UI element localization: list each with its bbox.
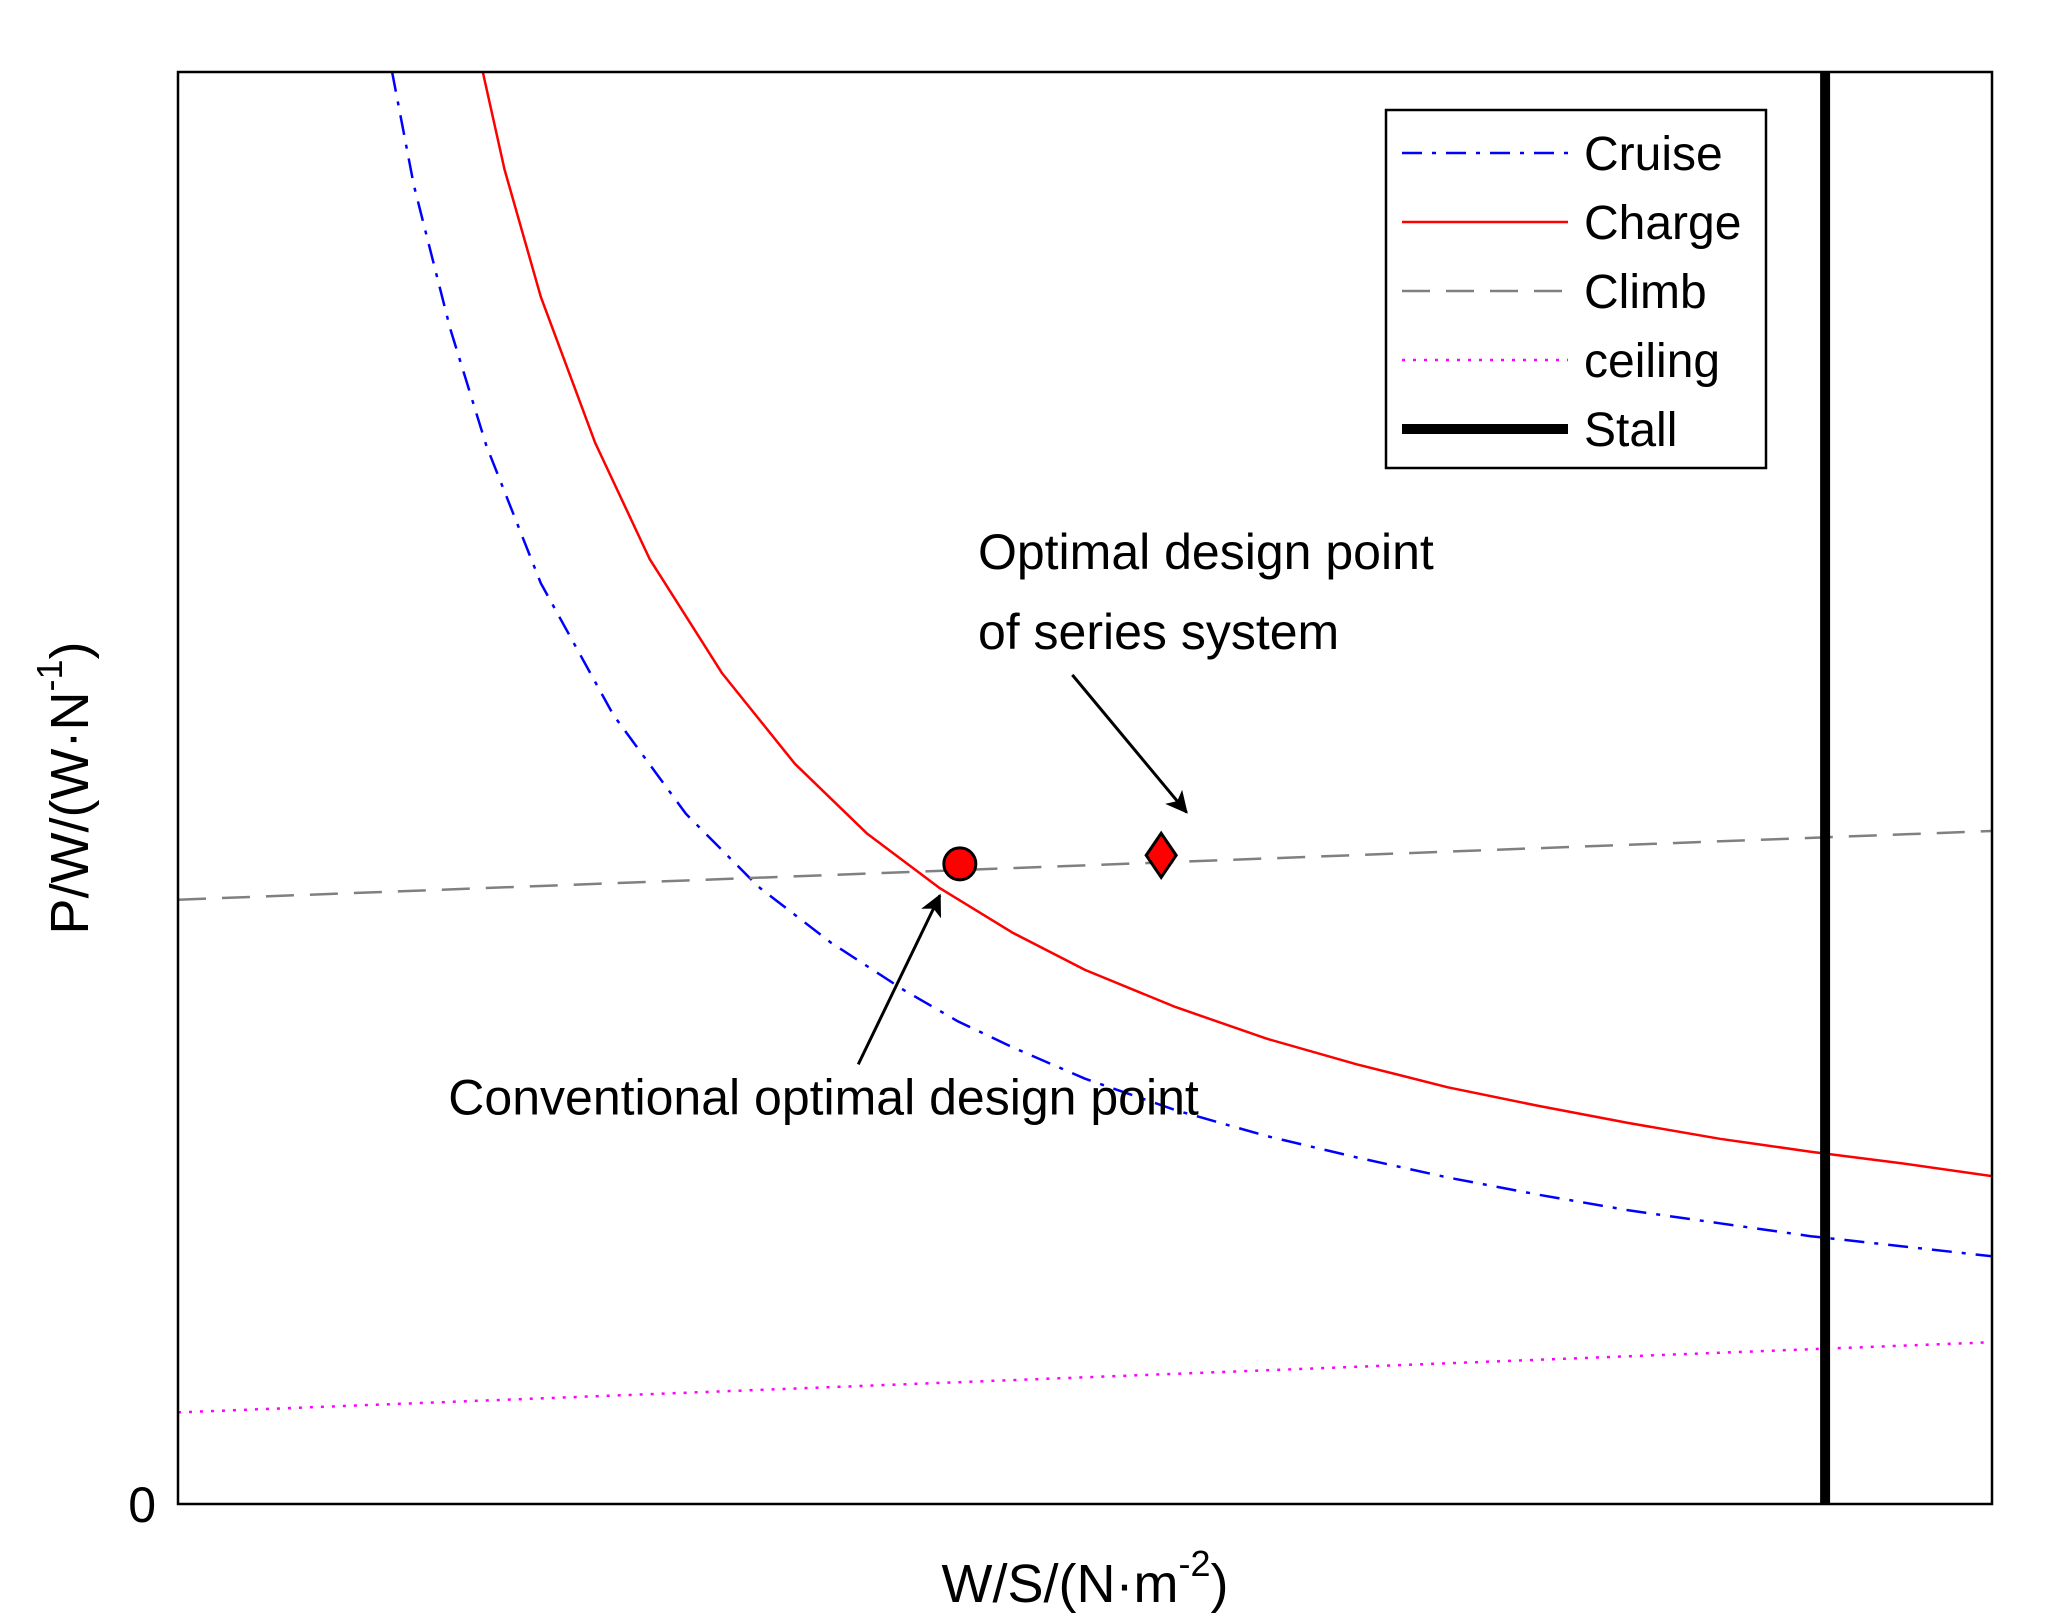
- x-axis-label-exponent: -2: [1178, 1543, 1210, 1584]
- legend-label-climb: Climb: [1584, 266, 1707, 319]
- points-layer: [942, 830, 1179, 882]
- tick-layer: 0: [128, 1477, 156, 1533]
- legend-box: [1384, 108, 1768, 470]
- x-axis-label: W/S/(N·m-2): [942, 1543, 1229, 1614]
- legend-label-cruise: Cruise: [1584, 128, 1723, 181]
- series-optimal-annotation-arrow: [1071, 673, 1188, 814]
- series-optimal-point-marker: [1144, 830, 1179, 880]
- conventional-optimal-annotation-text-line-1: Conventional optimal design point: [448, 1069, 1199, 1125]
- y-axis-label-close: ): [40, 642, 100, 660]
- x-axis-label-main: W/S/(N·m: [942, 1554, 1179, 1614]
- series-optimal-annotation-text-line-2: of series system: [978, 604, 1339, 660]
- legend-label-ceiling: ceiling: [1584, 335, 1720, 388]
- legend-label-stall: Stall: [1584, 404, 1677, 457]
- series-line-climb: [178, 829, 1992, 901]
- conventional-optimal-point-marker: [942, 846, 978, 882]
- series-line-charge: [481, 72, 1992, 1178]
- series-line-cruise: [390, 72, 1992, 1258]
- plot-area-frame: [176, 70, 1994, 1506]
- annotation-layer: Optimal design point of series systemConv…: [448, 524, 1434, 1126]
- y-tick-label: 0: [128, 1477, 156, 1533]
- y-axis-label-main: P/W/(W·N: [40, 692, 100, 935]
- legend-label-charge: Charge: [1584, 197, 1741, 250]
- x-axis-label-close: ): [1210, 1554, 1228, 1614]
- y-axis-label: P/W/(W·N-1): [29, 642, 100, 935]
- conventional-optimal-annotation-arrow: [856, 893, 942, 1066]
- series-optimal-annotation-text-line-1: Optimal design point: [978, 524, 1434, 580]
- series-layer: [178, 72, 1992, 1504]
- y-axis-label-exponent: -1: [29, 660, 70, 692]
